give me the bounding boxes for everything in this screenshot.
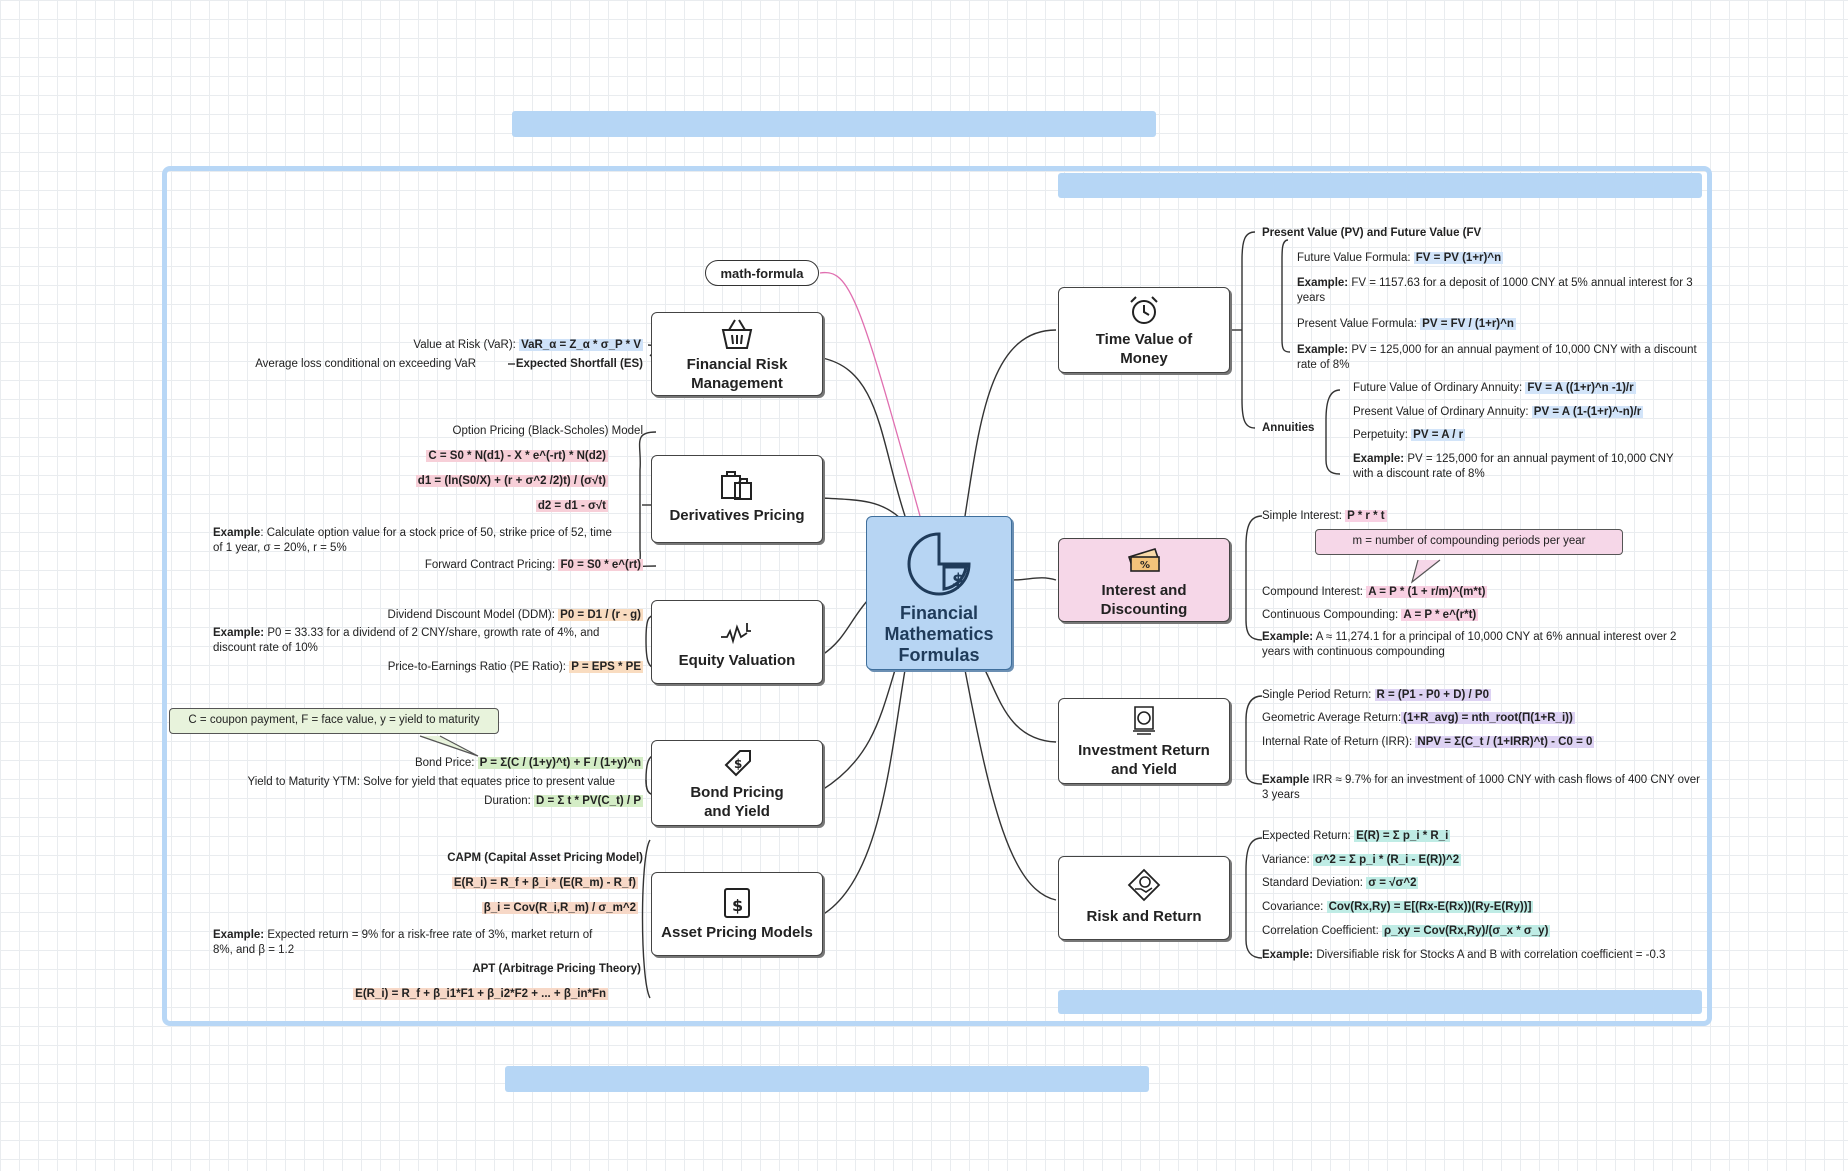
node-financial-risk[interactable]: Financial Risk Management xyxy=(651,312,823,396)
pv-formula: PV = FV / (1+r)^n xyxy=(1420,318,1516,330)
basket-icon xyxy=(721,319,753,349)
node-bond[interactable]: $ Bond Pricing and Yield xyxy=(651,740,823,826)
std-dev: Standard Deviation: σ = √σ^2 xyxy=(1262,877,1419,889)
stock-line-icon xyxy=(721,623,751,645)
capm-formula-er: E(R_i) = R_f + β_i * (E(R_m) - R_f) xyxy=(451,877,638,889)
bs-formula-d2: d2 = d1 - σ√t xyxy=(535,500,608,512)
risk-example: Example: Diversifiable risk for Stocks A… xyxy=(1262,949,1666,961)
bond-price-formula: P = Σ(C / (1+y)^t) + F / (1+y)^n xyxy=(477,757,643,769)
frame-bottom-right-band xyxy=(1058,990,1702,1014)
node-label: Interest and Discounting xyxy=(1100,582,1188,618)
node-label: Financial Risk Management xyxy=(686,356,788,392)
node-investment[interactable]: Investment Return and Yield xyxy=(1058,698,1230,784)
svg-text:%: % xyxy=(1140,560,1150,571)
compound-interest: Compound Interest: A = P * (1 + r/m)^(m*… xyxy=(1262,586,1488,598)
ddm-formula: P0 = D1 / (r - g) xyxy=(558,609,643,621)
apt-formula: E(R_i) = R_f + β_i1*F1 + β_i2*F2 + ... +… xyxy=(353,988,608,1000)
mindmap-frame xyxy=(162,166,1712,1026)
fv-line: Future Value Formula: FV = PV (1+r)^n xyxy=(1297,252,1504,264)
alarm-clock-icon xyxy=(1130,296,1158,324)
bs-label: Option Pricing (Black-Scholes) Model xyxy=(452,425,643,437)
ddm-line: Dividend Discount Model (DDM): P0 = D1 /… xyxy=(387,609,643,621)
ddm-example: Example: P0 = 33.33 for a dividend of 2 … xyxy=(213,627,600,654)
dollar-doc-icon: $ xyxy=(724,888,750,918)
math-formula-tag[interactable]: math-formula xyxy=(705,260,819,286)
perpetuity: Perpetuity: PV = A / r xyxy=(1353,429,1466,441)
annuity-fv: Future Value of Ordinary Annuity: FV = A… xyxy=(1353,382,1636,394)
node-label: Time Value of Money xyxy=(1095,331,1193,367)
node-derivatives[interactable]: Derivatives Pricing xyxy=(651,455,823,543)
apt-label: APT (Arbitrage Pricing Theory) xyxy=(472,963,641,975)
interest-example: Example: A ≈ 11,274.1 for a principal of… xyxy=(1262,631,1677,658)
capm-label: CAPM (Capital Asset Pricing Model) xyxy=(447,852,643,864)
center-node[interactable]: $ Financial Mathematics Formulas xyxy=(866,516,1012,670)
hand-coin-icon xyxy=(1127,868,1161,902)
expected-return: Expected Return: E(R) = Σ p_i * R_i xyxy=(1262,830,1451,842)
es-label: Expected Shortfall (ES) xyxy=(515,358,643,370)
irr-example: Example IRR ≈ 9.7% for an investment of … xyxy=(1262,774,1700,801)
coin-scroll-icon xyxy=(1133,706,1155,735)
node-risk-return[interactable]: Risk and Return xyxy=(1058,856,1230,940)
dollar-pie-icon: $ xyxy=(907,532,971,596)
svg-text:$: $ xyxy=(734,757,742,771)
continuous-compounding: Continuous Compounding: A = P * e^(r*t) xyxy=(1262,609,1479,621)
correlation: Correlation Coefficient: ρ_xy = Cov(Rx,R… xyxy=(1262,925,1551,937)
node-label: Bond Pricing and Yield xyxy=(690,784,784,820)
pvfv-head: Present Value (PV) and Future Value (FV xyxy=(1262,227,1482,239)
bond-price-line: Bond Price: P = Σ(C / (1+y)^t) + F / (1+… xyxy=(414,757,643,769)
fv-formula: FV = PV (1+r)^n xyxy=(1413,252,1504,264)
ytm-line: Yield to Maturity YTM: Solve for yield t… xyxy=(247,776,615,788)
var-line: Value at Risk (VaR): VaR_α = Z_α * σ_P *… xyxy=(413,339,643,351)
annuities-head: Annuities xyxy=(1262,422,1315,434)
top-band xyxy=(512,111,1156,137)
capm-example: Example: Expected return = 9% for a risk… xyxy=(213,929,593,956)
bottom-band xyxy=(505,1066,1149,1092)
var-formula: VaR_α = Z_α * σ_P * V xyxy=(519,339,643,351)
simple-interest: Simple Interest: P * r * t xyxy=(1262,510,1387,522)
irr-line: Internal Rate of Return (IRR): NPV = Σ(C… xyxy=(1262,736,1595,748)
node-interest[interactable]: % Interest and Discounting xyxy=(1058,538,1230,622)
annuity-example: Example: PV = 125,000 for an annual paym… xyxy=(1353,453,1674,480)
node-label: Risk and Return xyxy=(1086,908,1202,925)
pv-example: Example: PV = 125,000 for an annual paym… xyxy=(1297,344,1697,371)
svg-text:$: $ xyxy=(732,896,743,915)
bs-example: Example: Calculate option value for a st… xyxy=(213,527,612,554)
geometric-return: Geometric Average Return:(1+R_avg) = nth… xyxy=(1262,712,1575,724)
bs-formula-d1: d1 = (ln(S0/X) + (r + σ^2 /2)t) / (σ√t) xyxy=(415,475,608,487)
covariance: Covariance: Cov(Rx,Ry) = E[(Rx-E(Rx))(Ry… xyxy=(1262,901,1534,913)
pe-line: Price-to-Earnings Ratio (PE Ratio): P = … xyxy=(387,661,643,673)
es-desc: Average loss conditional on exceeding Va… xyxy=(255,358,476,370)
node-equity[interactable]: Equity Valuation xyxy=(651,600,823,684)
node-label: Investment Return and Yield xyxy=(1078,742,1210,778)
annuity-pv: Present Value of Ordinary Annuity: PV = … xyxy=(1353,406,1644,418)
pe-formula: P = EPS * PE xyxy=(569,661,643,673)
bond-callout: C = coupon payment, F = face value, y = … xyxy=(169,708,499,734)
node-label: Derivatives Pricing xyxy=(669,507,805,524)
capm-formula-beta: β_i = Cov(R_i,R_m) / σ_m^2 xyxy=(481,902,638,914)
frame-top-right-band xyxy=(1058,173,1702,198)
forward-formula: F0 = S0 * e^(rt) xyxy=(558,559,643,571)
duration-line: Duration: D = Σ t * PV(C_t) / P xyxy=(484,795,643,807)
fv-example: Example: FV = 1157.63 for a deposit of 1… xyxy=(1297,277,1693,304)
single-period-return: Single Period Return: R = (P1 - P0 + D) … xyxy=(1262,689,1491,701)
pv-line: Present Value Formula: PV = FV / (1+r)^n xyxy=(1297,318,1516,330)
percent-ticket-icon: % xyxy=(1127,548,1161,572)
node-label: Asset Pricing Models xyxy=(661,924,813,941)
variance: Variance: σ^2 = Σ p_i * (R_i - E(R))^2 xyxy=(1262,854,1462,866)
node-time-value[interactable]: Time Value of Money xyxy=(1058,287,1230,373)
money-tag-icon: $ xyxy=(724,750,751,777)
center-title: Financial Mathematics Formulas xyxy=(884,603,994,665)
node-label: Equity Valuation xyxy=(678,652,796,669)
forward-line: Forward Contract Pricing: F0 = S0 * e^(r… xyxy=(424,559,643,571)
compounding-callout: m = number of compounding periods per ye… xyxy=(1315,529,1623,555)
svg-text:$: $ xyxy=(952,570,965,591)
duration-formula: D = Σ t * PV(C_t) / P xyxy=(534,795,643,807)
bs-formula-c: C = S0 * N(d1) - X * e^(-rt) * N(d2) xyxy=(426,450,608,462)
shopping-bags-icon xyxy=(721,471,752,500)
node-asset-pricing[interactable]: $ Asset Pricing Models xyxy=(651,872,823,956)
